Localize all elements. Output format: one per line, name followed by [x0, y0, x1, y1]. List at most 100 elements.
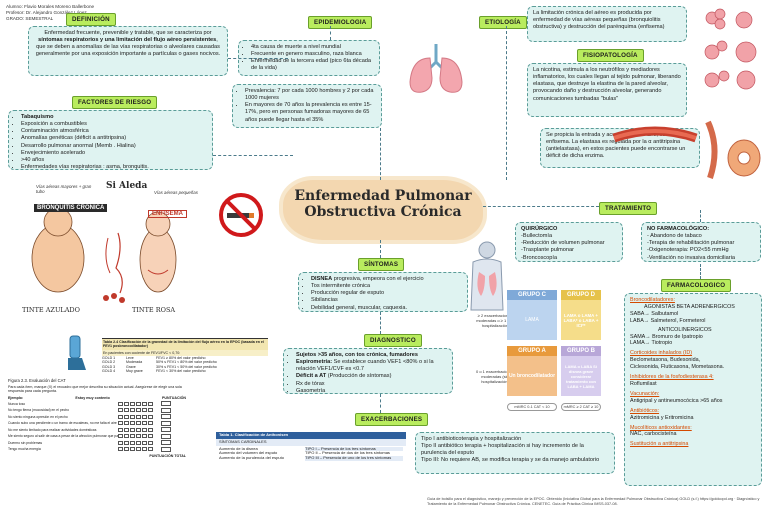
cat-scale-box[interactable] [136, 414, 141, 419]
cat-row-scale[interactable] [118, 414, 153, 419]
cat-scale-box[interactable] [130, 401, 135, 406]
cat-scale-box[interactable] [118, 414, 123, 419]
cat-scale-box[interactable] [142, 440, 147, 445]
diagnostico-espirometria-rest: Se establece cuando VEF1 <80% o si la re… [296, 359, 434, 373]
cat-scale-box[interactable] [142, 401, 147, 406]
cat-scale-box[interactable] [124, 414, 129, 419]
cat-intro: Para cada ítem, marque (X) el recuadro q… [8, 385, 182, 394]
cat-row-scale[interactable] [118, 427, 153, 432]
cat-score-box[interactable] [161, 401, 171, 407]
fisiopatologia-box-1: La nicotina, estimula a los neutrófilos … [527, 63, 687, 117]
gold-cell: GOLD 2 [102, 360, 116, 365]
farmaco-line: SABA→ Salbutamol [630, 310, 679, 317]
cat-scale-box[interactable] [130, 414, 135, 419]
cat-scale-box[interactable] [130, 434, 135, 439]
cat-scale-box[interactable] [124, 427, 129, 432]
cat-score-box[interactable] [161, 427, 171, 433]
cat-scale-box[interactable] [130, 427, 135, 432]
cat-row: No siento ninguna opresión en el pecho [8, 414, 186, 420]
cat-scale-box[interactable] [118, 447, 123, 452]
author-header: Alumno: Flavio Morales Moreno Ballerbone… [6, 4, 136, 23]
fisiopatologia-text-1: La nicotina, estimula a los neutrófilos … [533, 67, 681, 102]
cat-scale-box[interactable] [124, 401, 129, 406]
cat-scale-box[interactable] [148, 421, 153, 426]
cat-row: Tengo mucha energía [8, 446, 186, 452]
cat-scale-box[interactable] [136, 408, 141, 413]
cat-scale-box[interactable] [118, 401, 123, 406]
cat-scale-box[interactable] [118, 434, 123, 439]
gold-cell: Leve [126, 355, 134, 360]
cat-scale-box[interactable] [148, 447, 153, 452]
cat-scale-box[interactable] [148, 434, 153, 439]
cat-row-scale[interactable] [118, 434, 153, 439]
cat-scale-box[interactable] [130, 408, 135, 413]
no-farmacologico-item: -Ventilación no invasiva domiciliaria [647, 254, 735, 261]
cat-scale-box[interactable] [124, 434, 129, 439]
cat-scale-box[interactable] [142, 414, 147, 419]
cat-scale-box[interactable] [118, 440, 123, 445]
sintoma-item: Tos intermitente crónica [311, 283, 462, 290]
cat-score-box[interactable] [161, 407, 171, 413]
cat-header-right: PUNTUACIÓN [162, 395, 186, 400]
cat-scale-box[interactable] [136, 434, 141, 439]
cat-scale-box[interactable] [130, 440, 135, 445]
anthonisen-col1: SÍNTOMAS CARDINALES [219, 438, 267, 444]
lungs-icon [404, 40, 468, 103]
grupo-left-bottom: 0 o 1 exacerbaciones moderadas (sin hosp… [475, 368, 515, 384]
cat-header-left: Ejemplo: [8, 395, 24, 400]
cat-scale-box[interactable] [124, 408, 129, 413]
cat-row-scale[interactable] [118, 421, 153, 426]
factor-item: Exposición a combustibles [21, 121, 207, 128]
cat-score-box[interactable] [161, 420, 171, 426]
tabla-gold: Tabla 2.4 Clasificación de la gravedad d… [102, 338, 268, 384]
cat-row-scale[interactable] [118, 408, 153, 413]
quirurgico-item: -Trasplante pulmonar [521, 247, 574, 254]
cat-scale-box[interactable] [142, 408, 147, 413]
cat-scale-box[interactable] [130, 447, 135, 452]
farmaco-line: AGONISTAS BETA ADRENERGICOS [644, 303, 735, 310]
cat-row: Me siento seguro al salir de casa a pesa… [8, 433, 186, 439]
cat-scale-box[interactable] [142, 447, 147, 452]
farmaco-line: Beclometasona, Budesonida, [630, 357, 701, 364]
cat-row-scale[interactable] [118, 447, 153, 452]
tag-fisiopatologia: FISIOPATOLOGÍA [577, 49, 644, 62]
cat-scale-box[interactable] [118, 421, 123, 426]
cat-row-scale[interactable] [118, 440, 153, 445]
cat-score-box[interactable] [161, 433, 171, 439]
cat-scale-box[interactable] [118, 427, 123, 432]
cat-scale-box[interactable] [142, 434, 147, 439]
anthonisen-symptom: Aumento de la disnea [219, 445, 258, 451]
cat-scale-box[interactable] [148, 427, 153, 432]
gold-cell: FEV1 < 30% del valor predicho [156, 368, 206, 373]
connector [330, 26, 331, 40]
cat-scale-box[interactable] [148, 401, 153, 406]
cat-row: Nunca toso [8, 401, 186, 407]
grupo-c-value: LAMA [507, 300, 557, 340]
cat-scale-box[interactable] [136, 421, 141, 426]
cat-scale-box[interactable] [136, 401, 141, 406]
cat-scale-box[interactable] [148, 414, 153, 419]
exacerbacion-line: Tipo II antibiótico terapia + hospitaliz… [421, 443, 584, 457]
diagnostico-item: Déficit a AT (Producción de síntomas) [296, 373, 447, 380]
cat-score-box[interactable] [161, 414, 171, 420]
cat-scale-box[interactable] [148, 440, 153, 445]
grupo-b-value: LAMA o LABA Si disnea grave considerar t… [561, 356, 601, 396]
cat-row-scale[interactable] [118, 401, 153, 406]
exacerbaciones-box: Tipo I antibioticoterapia y hospitalizac… [415, 432, 615, 474]
cat-scale-box[interactable] [136, 440, 141, 445]
cat-scale-box[interactable] [148, 408, 153, 413]
cat-scale-box[interactable] [118, 408, 123, 413]
cat-scale-box[interactable] [124, 447, 129, 452]
cat-scale-box[interactable] [136, 447, 141, 452]
cat-scale-box[interactable] [124, 440, 129, 445]
cat-scale-box[interactable] [142, 421, 147, 426]
farmaco-line: SAMA→ Bromuro de Ipatropio [630, 333, 703, 340]
tag-diagnostico: DIAGNOSTICO [364, 334, 422, 347]
cat-scale-box[interactable] [130, 421, 135, 426]
cat-scale-box[interactable] [136, 427, 141, 432]
label-si-aleda: Si Aleda [106, 181, 148, 191]
cat-score-box[interactable] [161, 446, 171, 452]
cat-scale-box[interactable] [142, 427, 147, 432]
cat-score-box[interactable] [161, 440, 171, 446]
cat-scale-box[interactable] [124, 421, 129, 426]
